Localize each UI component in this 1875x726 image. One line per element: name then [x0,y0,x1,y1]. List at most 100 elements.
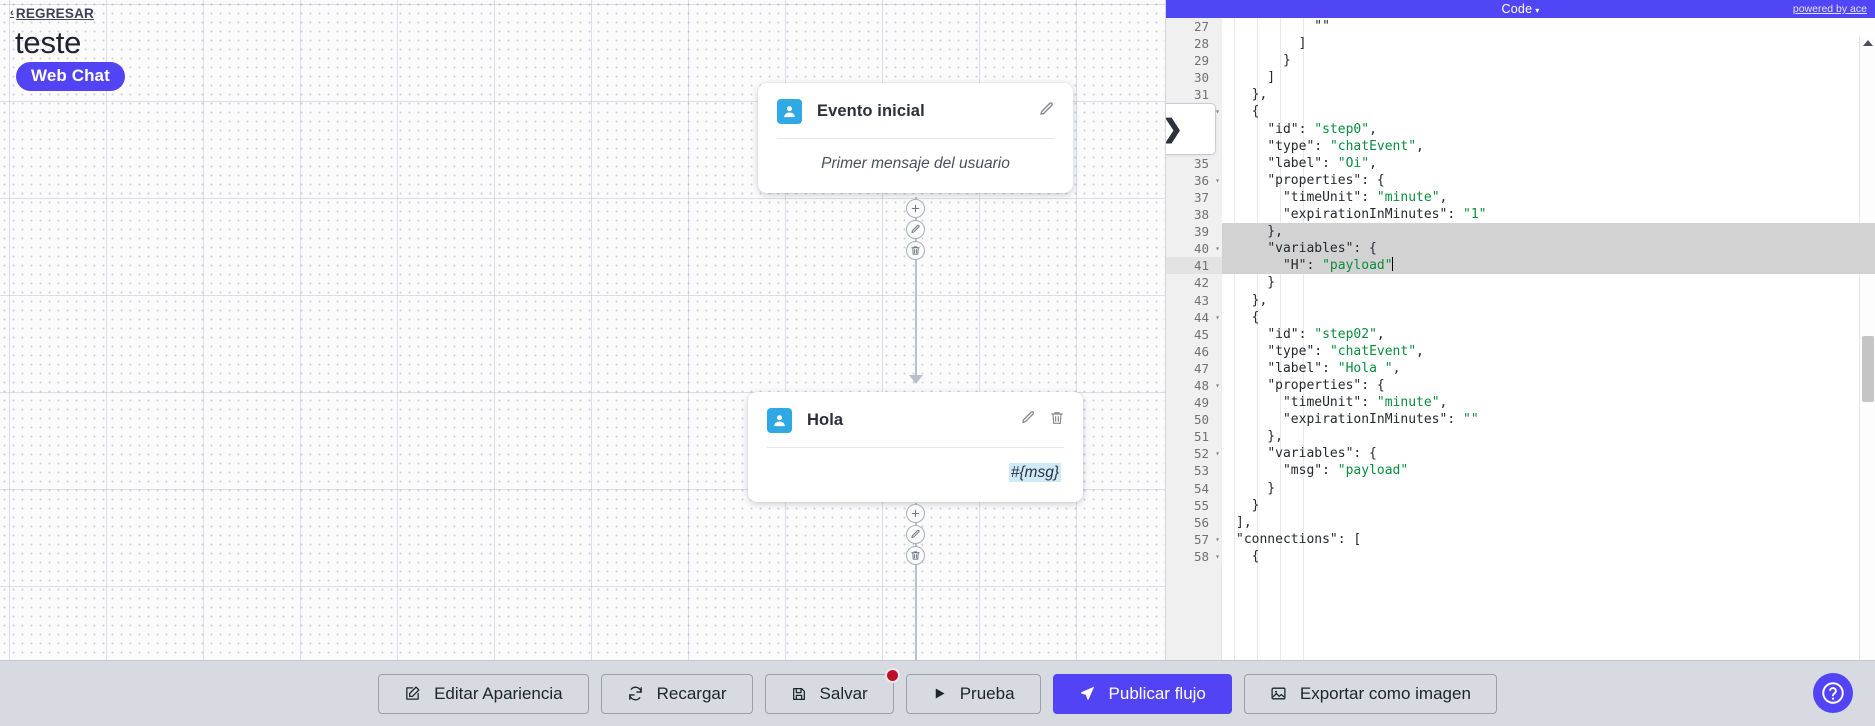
toolbar-button-recargar[interactable]: Recargar [600,673,753,714]
code-line[interactable]: 32▾ { [1166,103,1875,121]
back-link[interactable]: ‹ REGRESAR [10,6,94,21]
channel-badge: Web Chat [16,62,125,91]
code-line-text: "id": "step02", [1267,326,1385,342]
code-line[interactable]: 41 "H": "payload" [1166,257,1875,275]
code-line[interactable]: 36▾ "properties": { [1166,171,1875,189]
code-line-text: }, [1236,292,1268,308]
code-line[interactable]: 39 }, [1166,223,1875,241]
code-line-text: { [1236,104,1260,120]
code-line-text: ] [1236,36,1307,52]
chevron-right-icon: ❯ [1166,116,1183,142]
chevron-down-icon: ▾ [1535,6,1540,15]
code-line[interactable]: 28 ] [1166,35,1875,53]
node-actions [1038,101,1055,123]
code-line[interactable]: 57▾"connections": [ [1166,530,1875,548]
code-line[interactable]: 38 "expirationInMinutes": "1" [1166,206,1875,224]
fold-toggle-icon[interactable]: ▾ [1215,175,1220,185]
code-line[interactable]: 53 "msg": "payload" [1166,462,1875,480]
line-number: 29 [1166,52,1222,70]
line-number: 52▾ [1166,445,1222,463]
line-number: 28 [1166,35,1222,53]
edit-icon[interactable] [1020,410,1036,431]
fold-toggle-icon[interactable]: ▾ [1215,551,1220,561]
node-body: #{msg} [748,448,1083,502]
user-avatar-icon [777,99,802,124]
fold-toggle-icon[interactable]: ▾ [1215,107,1220,117]
indent-guide [1303,18,1304,660]
code-line-text: }, [1236,87,1268,103]
delete-icon[interactable] [906,546,925,565]
code-line[interactable]: 45 "id": "step02", [1166,325,1875,343]
code-line-text: "timeUnit": "minute", [1282,395,1448,411]
code-line[interactable]: 42 } [1166,274,1875,292]
node-actions [1020,410,1065,431]
edit-icon[interactable] [906,525,925,544]
code-line[interactable]: 35 "label": "Oi", [1166,154,1875,172]
flow-node-hola[interactable]: Hola #{msg} [748,392,1083,502]
delete-icon[interactable] [1049,410,1065,431]
toolbar-button-editar-apariencia[interactable]: Editar Apariencia [378,673,589,714]
toolbar-button-salvar[interactable]: Salvar [764,667,900,714]
code-line[interactable]: 33 "id": "step0", [1166,120,1875,138]
code-line-text: "variables": { [1267,446,1377,462]
code-line[interactable]: 29 } [1166,52,1875,70]
edit-icon[interactable] [906,220,925,239]
panel-collapse-toggle[interactable]: ❯ [1166,103,1216,155]
code-line[interactable]: 58▾ { [1166,547,1875,565]
code-line[interactable]: 43 }, [1166,291,1875,309]
scrollbar-thumb[interactable] [1862,336,1874,402]
editor-title: Code [1501,2,1533,16]
code-line[interactable]: 49 "timeUnit": "minute", [1166,394,1875,412]
code-line[interactable]: 52▾ "variables": { [1166,445,1875,463]
code-line[interactable]: 55 } [1166,496,1875,514]
add-icon[interactable] [906,199,925,218]
code-line[interactable]: 51 }, [1166,428,1875,446]
toolbar-button-publicar-flujo[interactable]: Publicar flujo [1052,673,1232,714]
code-line[interactable]: 31 }, [1166,86,1875,104]
fold-toggle-icon[interactable]: ▾ [1215,312,1220,322]
code-line[interactable]: 54 } [1166,479,1875,497]
code-line[interactable]: 37 "timeUnit": "minute", [1166,188,1875,207]
code-line-text: "type": "chatEvent", [1267,343,1424,359]
line-number: 58▾ [1166,547,1222,565]
code-line-text: "expirationInMinutes": "1" [1282,207,1487,223]
editor-header: Code▾ powered by ace [1166,0,1875,18]
code-line[interactable]: 30 ] [1166,69,1875,87]
code-editor-panel[interactable]: Code▾ powered by ace 27 ""28 ]29 }30 ]31… [1165,0,1875,660]
fold-toggle-icon[interactable]: ▾ [1215,449,1220,459]
add-icon[interactable] [906,504,925,523]
editor-scrollbar[interactable] [1859,36,1875,660]
code-line[interactable]: 44▾ { [1166,308,1875,326]
back-link-label: REGRESAR [15,6,94,21]
line-number: 39 [1166,223,1222,241]
line-number: 45 [1166,325,1222,343]
powered-by-link[interactable]: powered by ace [1792,3,1867,15]
help-button[interactable] [1813,673,1853,713]
toolbar-button-exportar-como-imagen[interactable]: Exportar como imagen [1243,673,1497,714]
code-line[interactable]: 34 "type": "chatEvent", [1166,137,1875,155]
code-line-text: "connections": [ [1236,531,1362,547]
edit-square-icon [404,685,421,702]
code-lines[interactable]: 27 ""28 ]29 }30 ]31 },32▾ {33 "id": "ste… [1166,18,1875,565]
editor-mode-selector[interactable]: Code▾ [1166,2,1875,16]
code-line[interactable]: 40▾ "variables": { [1166,240,1875,258]
fold-toggle-icon[interactable]: ▾ [1215,244,1220,254]
edit-icon[interactable] [1038,101,1055,123]
code-line[interactable]: 47 "label": "Hola ", [1166,359,1875,377]
line-number: 49 [1166,394,1222,412]
code-line[interactable]: 27 "" [1166,18,1875,36]
rocket-icon [1079,685,1096,702]
scroll-up-arrow-icon[interactable] [1863,40,1873,46]
code-line[interactable]: 50 "expirationInMinutes": "" [1166,411,1875,429]
code-line[interactable]: 56], [1166,513,1875,531]
fold-toggle-icon[interactable]: ▾ [1215,534,1220,544]
delete-icon[interactable] [906,241,925,260]
fold-toggle-icon[interactable]: ▾ [1215,380,1220,390]
toolbar-button-prueba[interactable]: Prueba [905,673,1041,714]
code-text-area[interactable]: 27 ""28 ]29 }30 ]31 },32▾ {33 "id": "ste… [1166,18,1875,660]
node-mini-actions-2 [906,504,925,565]
code-line[interactable]: 46 "type": "chatEvent", [1166,342,1875,360]
flow-node-evento-inicial[interactable]: Evento inicial Primer mensaje del usuari… [758,83,1073,193]
code-line[interactable]: 48▾ "properties": { [1166,376,1875,395]
flow-canvas[interactable]: ‹ REGRESAR teste Web Chat Evento inicial [0,0,1165,660]
